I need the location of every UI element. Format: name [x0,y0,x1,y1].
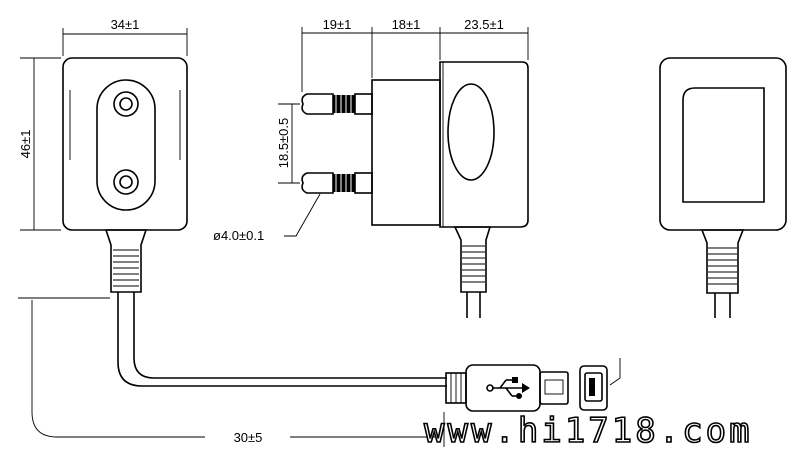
side-body [371,79,441,226]
dim-front-width: 34±1 [62,17,188,56]
back-strain-relief [700,229,745,318]
side-oval [447,83,495,181]
back-view [659,57,787,318]
usb-plug [445,364,569,412]
front-width-label: 34±1 [111,17,140,32]
side-view: 19±1 18±1 23.5±1 18.5±0.5 ø4.0±0.1 [213,17,529,318]
cable [117,292,447,387]
back-case [659,57,787,231]
usb-icon [486,377,530,399]
usb-end-view [579,358,621,411]
cover-depth-label: 23.5±1 [464,17,504,32]
pin-bottom [301,172,373,194]
body-depth-label: 18±1 [392,17,421,32]
pin-spacing-label: 18.5±0.5 [276,118,291,169]
back-label-area [682,87,765,203]
socket-oval [96,79,156,211]
side-cover [439,61,529,228]
front-height-label: 46±1 [18,130,33,159]
side-strain-relief [453,226,492,318]
front-view: 34±1 46±1 [18,17,188,293]
pin-hole-bottom [113,169,139,195]
pin-length-label: 19±1 [323,17,352,32]
front-strain-relief [104,229,148,293]
dim-front-height: 46±1 [18,57,61,231]
dim-cable-length: 30±5 [18,297,445,447]
pin-hole-top [113,91,139,117]
cable-length-label: 30±5 [234,430,263,445]
pin-top [301,93,373,115]
watermark: www.hi1718.com [424,411,753,451]
front-case [62,57,188,231]
pin-diameter-label: ø4.0±0.1 [213,228,264,243]
